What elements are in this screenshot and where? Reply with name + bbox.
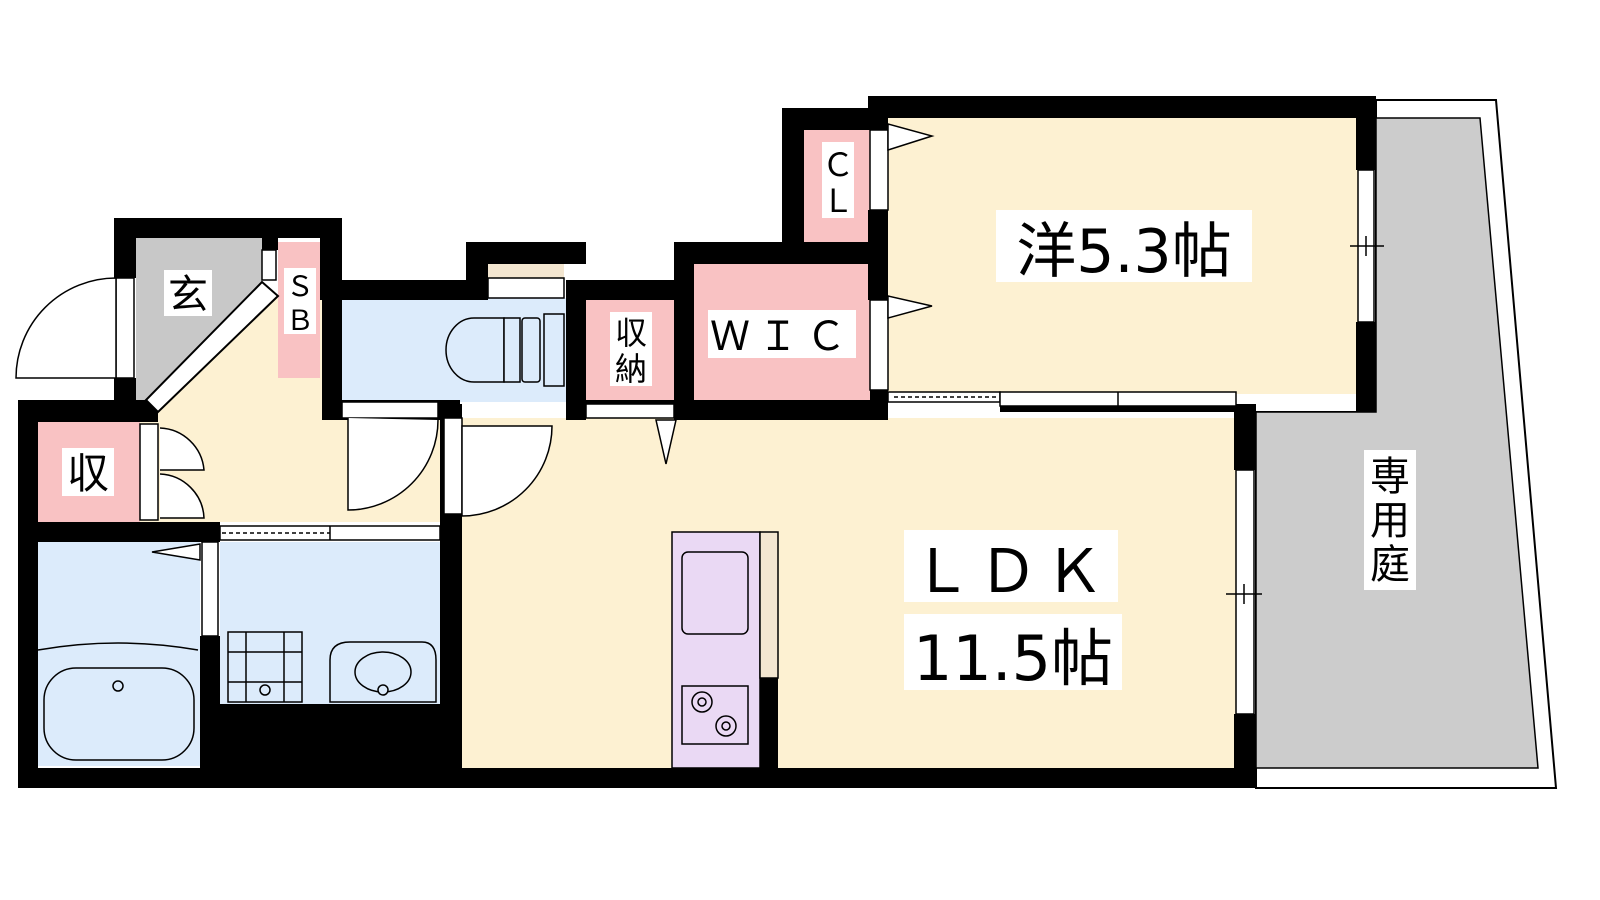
ldk-size-label: 11.5帖 (913, 622, 1113, 695)
toilet-fixture (445, 313, 565, 387)
western-room-label: 洋5.3帖 (1016, 217, 1231, 287)
wic-label-bg (708, 310, 856, 358)
window-marks (222, 236, 1384, 604)
storage-label-bg (610, 312, 652, 386)
garden-label-2: 用 (1370, 498, 1410, 544)
storage-label-shu: 収 (615, 314, 647, 352)
garden-label-3: 庭 (1370, 542, 1410, 588)
windows (115, 129, 1375, 715)
doors (15, 123, 935, 561)
wash-basin (329, 641, 437, 703)
ldk-title-label-bg (904, 530, 1118, 602)
small-storage-label: 収 (67, 449, 109, 498)
closet-label-c: Ｃ (822, 146, 854, 184)
closet-label-bg (822, 142, 854, 218)
wic-label: ＷＩＣ (710, 314, 854, 360)
toilet-shelf (488, 264, 564, 278)
shoebox-label-b: Ｂ (286, 304, 314, 337)
entrance-step (144, 280, 280, 414)
small-storage-label-bg (62, 448, 114, 496)
western-room-label-bg (996, 210, 1252, 282)
shoebox-label-bg (284, 268, 316, 334)
kitchen-counter (671, 531, 779, 769)
garden-label-bg (1364, 450, 1416, 590)
ldk-floor (462, 418, 1238, 768)
closet-label-l: Ｌ (822, 182, 854, 220)
garden-label-1: 専 (1370, 454, 1410, 500)
entrance-label-bg (164, 270, 212, 316)
bathtub (37, 642, 199, 761)
walls (18, 96, 1376, 788)
ldk-size-label-bg (904, 614, 1122, 690)
storage-label-nou: 納 (615, 350, 647, 388)
washing-machine-space (227, 631, 303, 703)
ldk-title-label: ＬＤＫ (912, 537, 1110, 607)
entrance-label: 玄 (168, 272, 208, 318)
shoebox-label-s: Ｓ (286, 270, 314, 303)
